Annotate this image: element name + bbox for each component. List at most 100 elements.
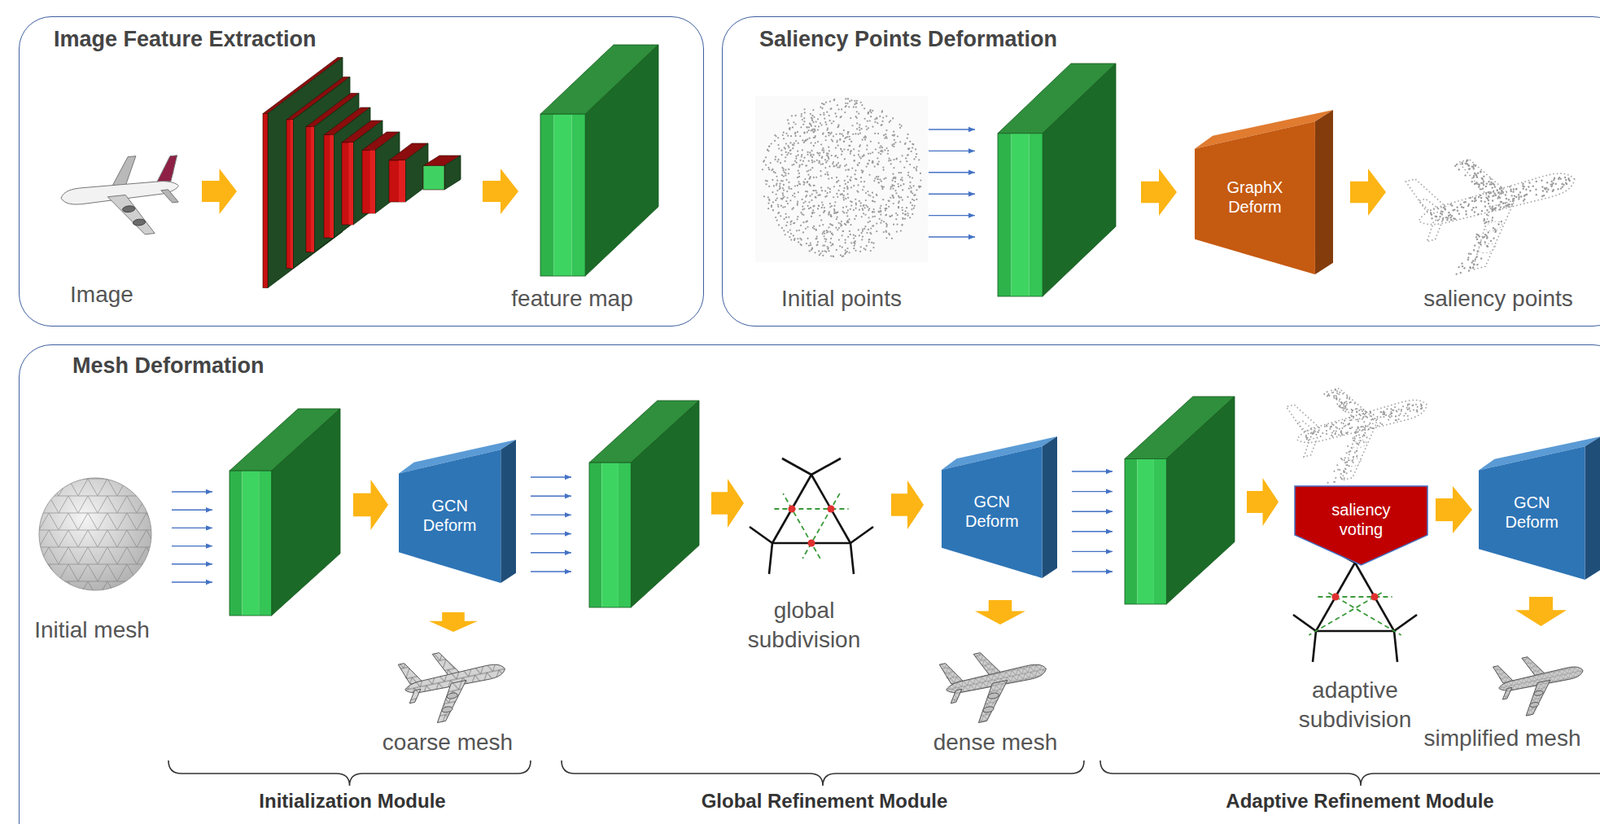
initial-point-cloud — [808, 249, 811, 252]
saliency-points-airplane — [1486, 231, 1490, 234]
initial-point-cloud — [777, 144, 779, 146]
initial-point-cloud — [865, 192, 867, 194]
initial-point-cloud — [882, 198, 884, 201]
initial-point-cloud — [777, 203, 779, 206]
saliency-points-airplane — [1522, 194, 1526, 197]
initial-point-cloud — [822, 113, 825, 116]
initial-point-cloud — [835, 218, 838, 220]
saliency-points-airplane — [1420, 404, 1423, 407]
initial-point-cloud — [819, 122, 822, 124]
input-image-airplane — [57, 151, 186, 243]
initial-point-cloud — [853, 160, 856, 162]
saliency-points-airplane — [1397, 418, 1399, 420]
saliency-points-airplane — [1470, 208, 1474, 211]
initial-point-cloud — [877, 210, 879, 213]
initial-point-cloud — [782, 174, 785, 177]
initial-point-cloud — [792, 163, 795, 166]
saliency-points-airplane — [1420, 403, 1422, 406]
dense-mesh-airplane — [948, 688, 965, 703]
initial-point-cloud — [783, 205, 786, 208]
saliency-points-airplane — [1498, 196, 1501, 199]
initial-point-cloud — [826, 127, 829, 130]
initial-point-cloud — [778, 183, 781, 185]
initial-point-cloud — [889, 196, 892, 199]
initial-point-cloud — [813, 205, 815, 207]
initial-point-cloud — [798, 229, 800, 232]
feature-map — [630, 400, 700, 608]
initial-point-cloud — [906, 196, 909, 198]
initial-point-cloud — [873, 210, 875, 213]
saliency-points-airplane — [1479, 170, 1482, 173]
initial-point-cloud — [817, 125, 820, 127]
initial-point-cloud — [813, 136, 815, 139]
initial-point-cloud — [810, 117, 813, 119]
saliency-points-airplane — [1480, 257, 1483, 260]
initial-point-cloud — [827, 178, 830, 180]
initial-point-cloud — [899, 126, 901, 129]
initial-point-cloud — [885, 207, 888, 210]
initial-point-cloud — [832, 135, 835, 137]
stage-panel: Image Feature Extraction — [18, 16, 704, 327]
saliency-points-airplane — [1445, 216, 1448, 219]
initial-point-cloud — [859, 250, 862, 253]
initial-point-cloud — [816, 159, 818, 162]
saliency-points-airplane — [1351, 455, 1354, 458]
initial-point-cloud — [825, 139, 827, 141]
gcn-block: GCN Deform — [941, 436, 1058, 578]
saliency-points-airplane — [1450, 218, 1453, 222]
initial-point-cloud — [856, 163, 859, 166]
initial-point-cloud — [884, 209, 887, 211]
saliency-points-airplane — [1480, 200, 1483, 203]
caption: global subdivision — [730, 595, 878, 656]
saliency-points-airplane — [1461, 265, 1465, 268]
initial-point-cloud — [789, 141, 792, 144]
initial-point-cloud — [909, 216, 911, 219]
initial-point-cloud — [901, 188, 904, 191]
initial-point-cloud — [868, 238, 870, 241]
initial-point-cloud — [790, 238, 792, 241]
saliency-points-airplane — [1333, 480, 1336, 483]
initial-point-cloud — [856, 127, 858, 130]
initial-point-cloud — [900, 229, 902, 232]
initial-point-cloud — [767, 201, 770, 204]
initial-point-cloud — [887, 159, 890, 162]
initial-point-cloud — [876, 157, 879, 159]
saliency-points-airplane — [1420, 405, 1422, 407]
initial-point-cloud — [858, 145, 861, 148]
initial-point-cloud — [795, 218, 798, 220]
initial-point-cloud — [881, 146, 884, 149]
saliency-points-airplane — [1383, 411, 1386, 414]
initial-point-cloud — [909, 181, 911, 184]
saliency-points-airplane — [1463, 201, 1466, 204]
saliency-points-airplane — [1420, 407, 1422, 410]
saliency-points-airplane — [1486, 213, 1489, 216]
initial-point-cloud — [818, 154, 821, 157]
initial-point-cloud — [849, 208, 852, 210]
saliency-points-airplane — [1510, 194, 1513, 197]
initial-point-cloud — [791, 164, 793, 167]
saliency-points-airplane — [1446, 218, 1449, 222]
initial-point-cloud — [821, 204, 824, 206]
initial-point-cloud — [909, 190, 912, 193]
initial-point-cloud — [889, 215, 892, 218]
initial-point-cloud — [788, 187, 791, 189]
initial-point-cloud — [773, 184, 775, 187]
saliency-points-airplane — [1335, 429, 1338, 432]
initial-point-cloud — [853, 100, 856, 102]
initial-point-cloud — [769, 161, 772, 164]
initial-point-cloud — [812, 121, 814, 123]
initial-point-cloud — [817, 249, 820, 252]
initial-point-cloud — [907, 214, 910, 217]
initial-point-cloud — [844, 249, 847, 251]
initial-point-cloud — [826, 231, 829, 233]
saliency-points-airplane — [1315, 433, 1317, 436]
initial-point-cloud — [816, 243, 818, 245]
saliency-points-airplane — [1402, 405, 1404, 407]
initial-point-cloud — [804, 200, 806, 202]
initial-point-cloud — [866, 120, 869, 123]
adaptive-subdivision-glyph — [1293, 614, 1316, 631]
saliency-points-airplane — [1531, 184, 1535, 188]
initial-point-cloud — [820, 174, 822, 177]
initial-point-cloud — [885, 236, 888, 239]
initial-point-cloud — [815, 237, 818, 240]
